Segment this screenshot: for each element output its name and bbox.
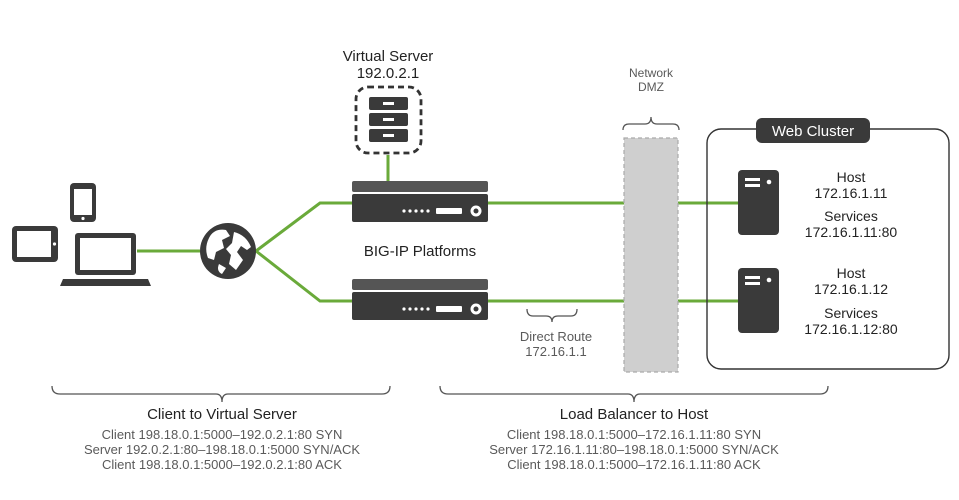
network-dmz: Network DMZ: [622, 66, 680, 373]
lb-to-host-line-1: Client 198.18.0.1:5000–172.16.1.11:80 SY…: [507, 427, 761, 442]
client-to-vs-brace: [51, 385, 391, 403]
lb-to-host-brace: [439, 385, 829, 403]
link-globe-bigip-bottom: [255, 249, 352, 303]
client-to-vs-line-2: Server 192.0.2.1:80–198.18.0.1:5000 SYN/…: [84, 442, 360, 457]
virtual-server-ip: 192.0.2.1: [357, 65, 420, 82]
direct-route-brace: [526, 308, 578, 323]
host-2-label: Host: [837, 265, 866, 281]
web-cluster: Web Cluster Host 172.16.1.11 Services 17…: [706, 118, 950, 370]
dmz-label-line2: DMZ: [638, 80, 664, 94]
lb-to-host-line-3: Client 198.18.0.1:5000–172.16.1.11:80 AC…: [507, 457, 761, 472]
laptop-icon: [60, 233, 151, 286]
client-to-vs-title: Client to Virtual Server: [147, 406, 297, 423]
lb-to-host-line-2: Server 172.16.1.11:80–198.18.0.1:5000 SY…: [489, 442, 779, 457]
lb-to-host-title: Load Balancer to Host: [560, 406, 709, 423]
client-to-vs-section: Client to Virtual Server Client 198.18.0…: [84, 406, 360, 472]
direct-route: Direct Route 172.16.1.1: [520, 308, 592, 359]
host-1-label: Host: [837, 169, 866, 185]
virtual-server: Virtual Server 192.0.2.1: [343, 48, 434, 155]
direct-route-label: Direct Route: [520, 329, 592, 344]
virtual-server-title: Virtual Server: [343, 48, 434, 65]
host-1-server-icon: [738, 170, 779, 235]
lb-to-host-section: Load Balancer to Host Client 198.18.0.1:…: [489, 406, 779, 472]
host-1-services-addr: 172.16.1.11:80: [805, 224, 898, 240]
link-globe-bigip-top: [255, 201, 352, 253]
host-2-server-icon: [738, 268, 779, 333]
web-cluster-title: Web Cluster: [772, 123, 854, 140]
client-to-vs-line-1: Client 198.18.0.1:5000–192.0.2.1:80 SYN: [102, 427, 343, 442]
virtual-server-icon: [369, 97, 408, 142]
dmz-brace: [622, 116, 680, 131]
host-1-services-label: Services: [824, 208, 878, 224]
tablet-icon: [12, 226, 58, 262]
dmz-zone: [623, 137, 679, 373]
client-to-vs-line-3: Client 198.18.0.1:5000–192.0.2.1:80 ACK: [102, 457, 342, 472]
globe-icon: [200, 223, 256, 279]
host-2-services-addr: 172.16.1.12:80: [804, 321, 898, 337]
bigip-label: BIG-IP Platforms: [364, 243, 476, 260]
bigip-top-icon: [352, 181, 488, 222]
web-cluster-title-pill: [756, 118, 870, 143]
dmz-label-line1: Network: [629, 66, 674, 80]
host-2-ip: 172.16.1.12: [814, 281, 888, 297]
host-1-ip: 172.16.1.11: [815, 185, 888, 201]
phone-icon: [70, 183, 96, 222]
network-links: [137, 155, 738, 303]
direct-route-ip: 172.16.1.1: [525, 344, 586, 359]
host-2-services-label: Services: [824, 305, 878, 321]
bigip-bottom-icon: [352, 279, 488, 320]
